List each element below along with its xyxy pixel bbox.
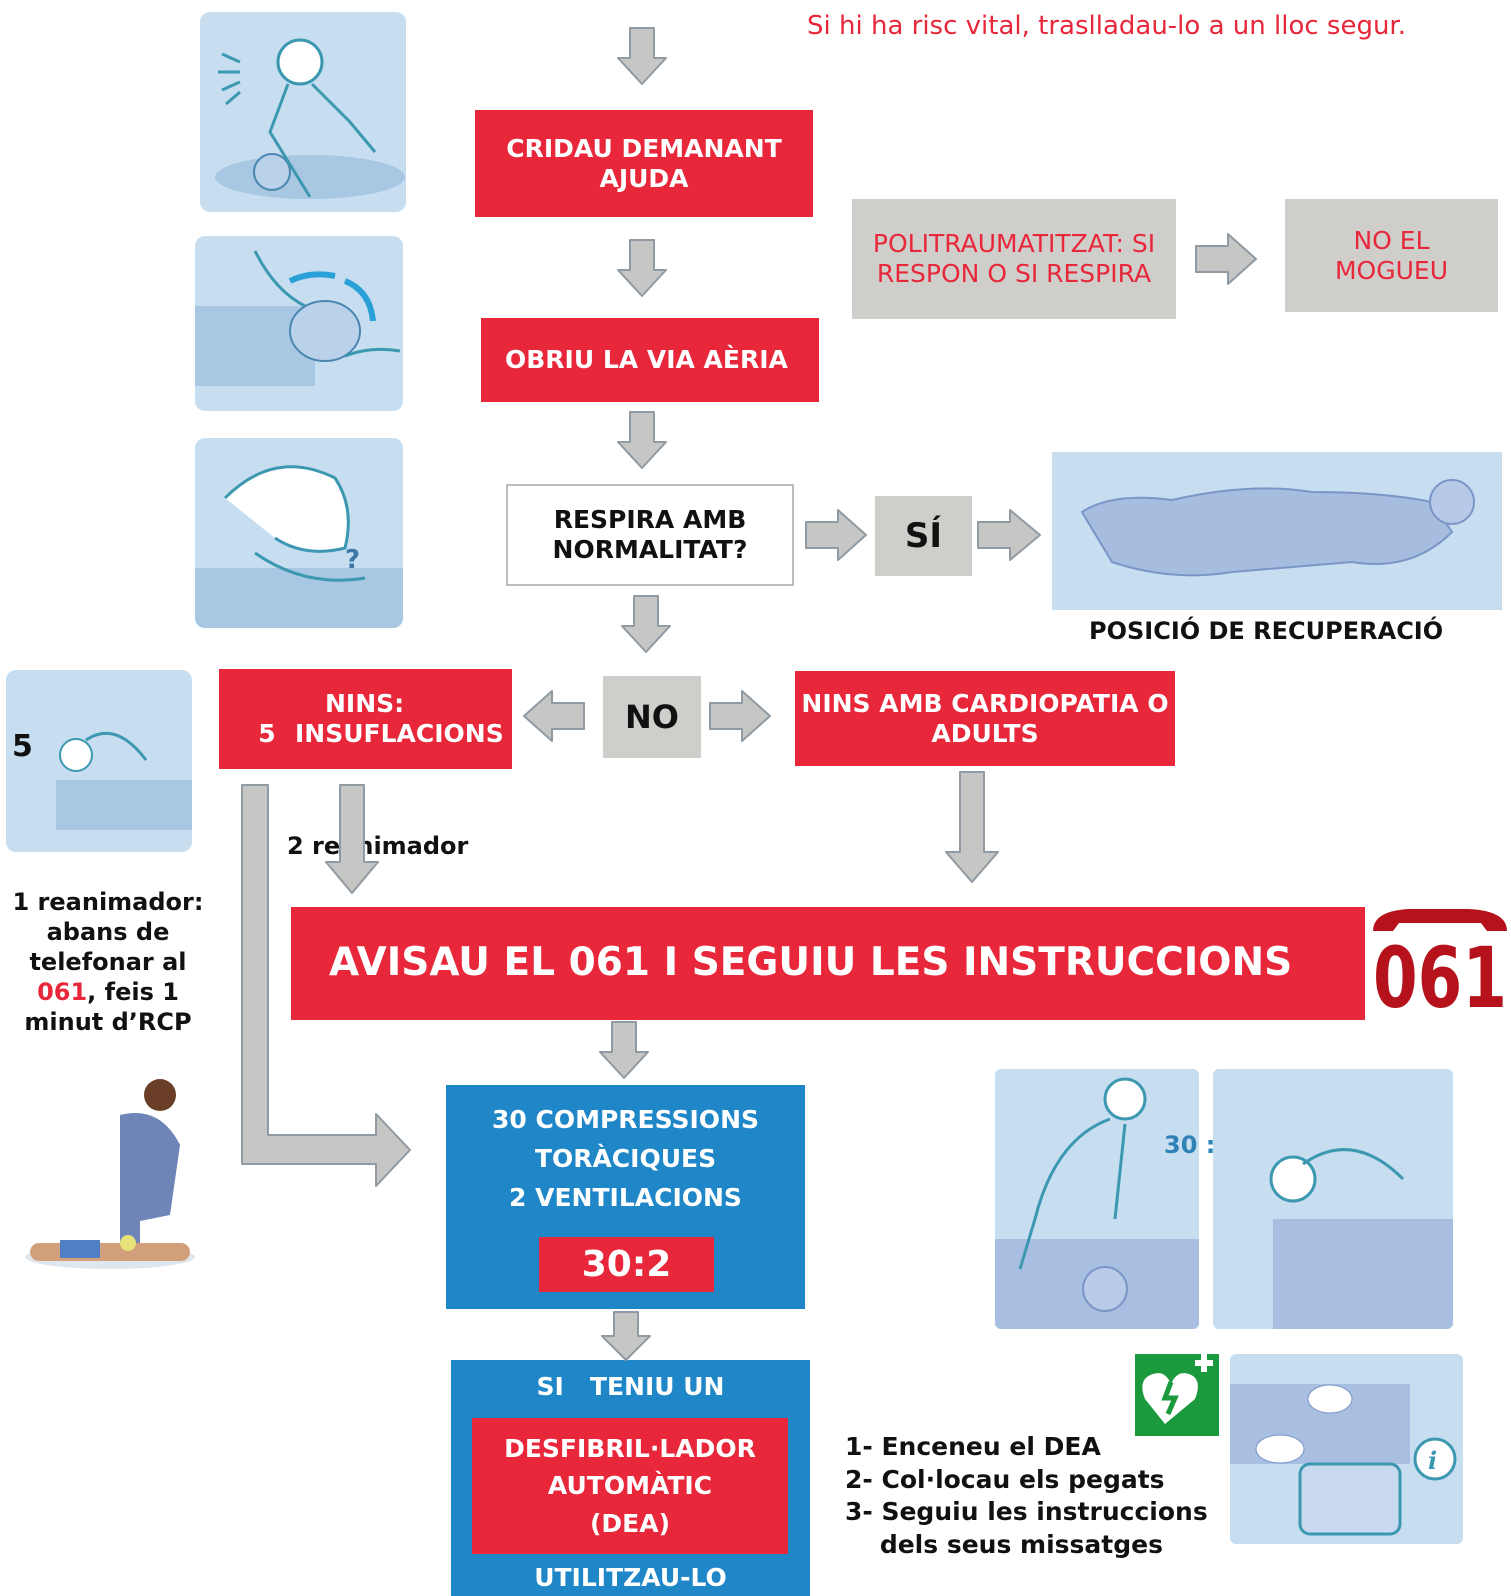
dea-line3: AUTOMÀTIC [547,1471,713,1501]
info-icon: i [1428,1446,1437,1475]
step-open-airway: OBRIU LA VIA AÈRIA [481,318,819,402]
svg-text:?: ? [345,545,360,575]
one-rescuer-number: 061 [37,978,88,1006]
illustration-chest-compressions [995,1069,1199,1329]
two-rescuers-label: 2 reanimador [287,832,469,860]
arrow-down-adults [945,771,999,883]
illustration-check-breathing: ? [195,438,403,628]
illustration-rescue-breaths [6,670,192,852]
arrow-left-children [523,690,585,742]
dea-instructions: 1- Enceneu el DEA 2- Col·locau els pegat… [845,1431,1208,1561]
one-rescuer-line1: 1 reanimador: [12,888,204,916]
arrow-down-2 [617,239,667,297]
arrow-children-to-compressions [241,784,411,1187]
children-breaths-number: 5 [258,719,276,748]
step-children: NINS: 5 INSUFLACIONS [219,669,512,769]
one-rescuer-line3: telefonar al [29,948,187,976]
call-061-label: AVISAU EL 061 I SEGUIU LES INSTRUCCIONS [329,940,1293,986]
arrow-down-6 [601,1311,651,1361]
arrow-right-yes-2 [977,509,1041,561]
answer-no: NO [603,676,701,758]
illustration-aed-pads: i [1230,1354,1463,1544]
chest-compression-icon [995,1077,1199,1329]
mouth-to-mouth-icon [56,731,192,830]
arrow-down-5 [599,1021,649,1079]
trauma-condition-line1: POLITRAUMATITZAT: SI [872,229,1156,258]
dea-use-label: UTILITZAU-LO [534,1563,727,1592]
compressions-line2: TORÀCIQUES [534,1143,717,1173]
dont-move: NO EL MOGUEU [1285,199,1498,312]
illustration-child-cpr [10,1075,200,1275]
rescuer-shouting-icon [215,38,405,199]
aed-device-icon: i [1230,1384,1457,1536]
arrow-down-children [325,784,379,894]
dea-line4: (DEA) [589,1508,671,1538]
header-note: Si hi ha risc vital, traslladau-lo a un … [807,11,1407,41]
one-rescuer-line2: abans de [46,918,170,946]
logo-061-number: 061 [1373,929,1507,1013]
dea-instruction-2: 2- Col·locau els pegats [845,1464,1165,1494]
one-rescuer-line4-suffix: , feis 1 [87,978,179,1006]
trauma-condition: POLITRAUMATITZAT: SI RESPON O SI RESPIRA [852,199,1176,319]
trauma-condition-line2: RESPON O SI RESPIRA [876,259,1152,288]
aed-heart-icon [1142,1354,1213,1424]
illustration-open-airway [195,236,403,411]
look-listen-feel-icon: ? [195,465,403,628]
dea-line2: DESFIBRIL·LADOR [504,1433,756,1463]
step-compressions: 30 COMPRESSIONS TORÀCIQUES 2 VENTILACION… [446,1085,805,1309]
adults-line2: ADULTS [931,718,1039,748]
one-rescuer-line4: 061, feis 1 [0,977,216,1007]
adults-line1: NINS AMB CARDIOPATIA O [801,688,1169,718]
dea-instruction-4: dels seus missatges [845,1529,1163,1559]
dea-line1: SI TENIU UN [536,1372,725,1401]
arrow-down-4 [621,595,671,653]
breaths-count-label: 5 [12,729,33,764]
dea-device-name: DESFIBRIL·LADOR AUTOMÀTIC (DEA) [472,1418,788,1554]
answer-yes-label: SÍ [904,515,943,556]
step-call-for-help: CRIDAU DEMANANT AJUDA [475,110,813,217]
arrow-right-trauma [1195,233,1257,285]
dea-instruction-1: 1- Enceneu el DEA [845,1432,1101,1461]
arrow-right-yes-1 [805,509,867,561]
recovery-position-label: POSICIÓ DE RECUPERACIÓ [1089,617,1444,645]
answer-no-label: NO [625,697,679,736]
answer-yes: SÍ [875,496,972,576]
illustration-ventilation [1213,1069,1453,1329]
child-cpr-icon [25,1079,195,1269]
compressions-ratio-label: 30:2 [581,1243,672,1285]
arrow-down-3 [617,411,667,469]
head-tilt-icon [195,250,401,386]
illustration-recovery-position [1052,452,1502,610]
step-open-airway-label: OBRIU LA VIA AÈRIA [505,345,788,374]
dont-move-line2: MOGUEU [1334,255,1448,285]
step-call-for-help-line2: AJUDA [599,163,689,193]
compressions-line3: 2 VENTILACIONS [509,1182,742,1212]
compressions-ratio: 30:2 [539,1237,714,1292]
arrow-right-adults [709,690,771,742]
one-rescuer-line5: minut d’RCP [24,1008,192,1036]
children-line2: INSUFLACIONS [295,719,504,748]
step-call-for-help-line1: CRIDAU DEMANANT [506,133,782,163]
compressions-line1: 30 COMPRESSIONS [492,1105,759,1134]
children-line2-row: 5 INSUFLACIONS [239,719,504,749]
step-adults: NINS AMB CARDIOPATIA O ADULTS [795,671,1175,766]
telephone-061-icon: 061 [1373,909,1507,1027]
step-breathing-question: RESPIRA AMB NORMALITAT? [506,484,794,586]
children-line1: NINS: [325,689,405,718]
dea-instruction-3: 3- Seguiu les instruccions [845,1497,1208,1526]
breathing-question-line2: NORMALITAT? [552,535,748,564]
one-rescuer-note: 1 reanimador: abans de telefonar al 061,… [0,887,216,1037]
step-call-061: AVISAU EL 061 I SEGUIU LES INSTRUCCIONS [291,907,1365,1020]
logo-061: 061 [1369,905,1511,1027]
dont-move-line1: NO EL [1353,225,1430,255]
ventilation-icon [1269,1148,1453,1329]
aed-logo [1135,1354,1219,1436]
breathing-question-line1: RESPIRA AMB [553,505,747,534]
illustration-call-for-help [200,12,406,212]
arrow-down-1 [617,27,667,85]
recovery-position-icon [1080,479,1475,577]
